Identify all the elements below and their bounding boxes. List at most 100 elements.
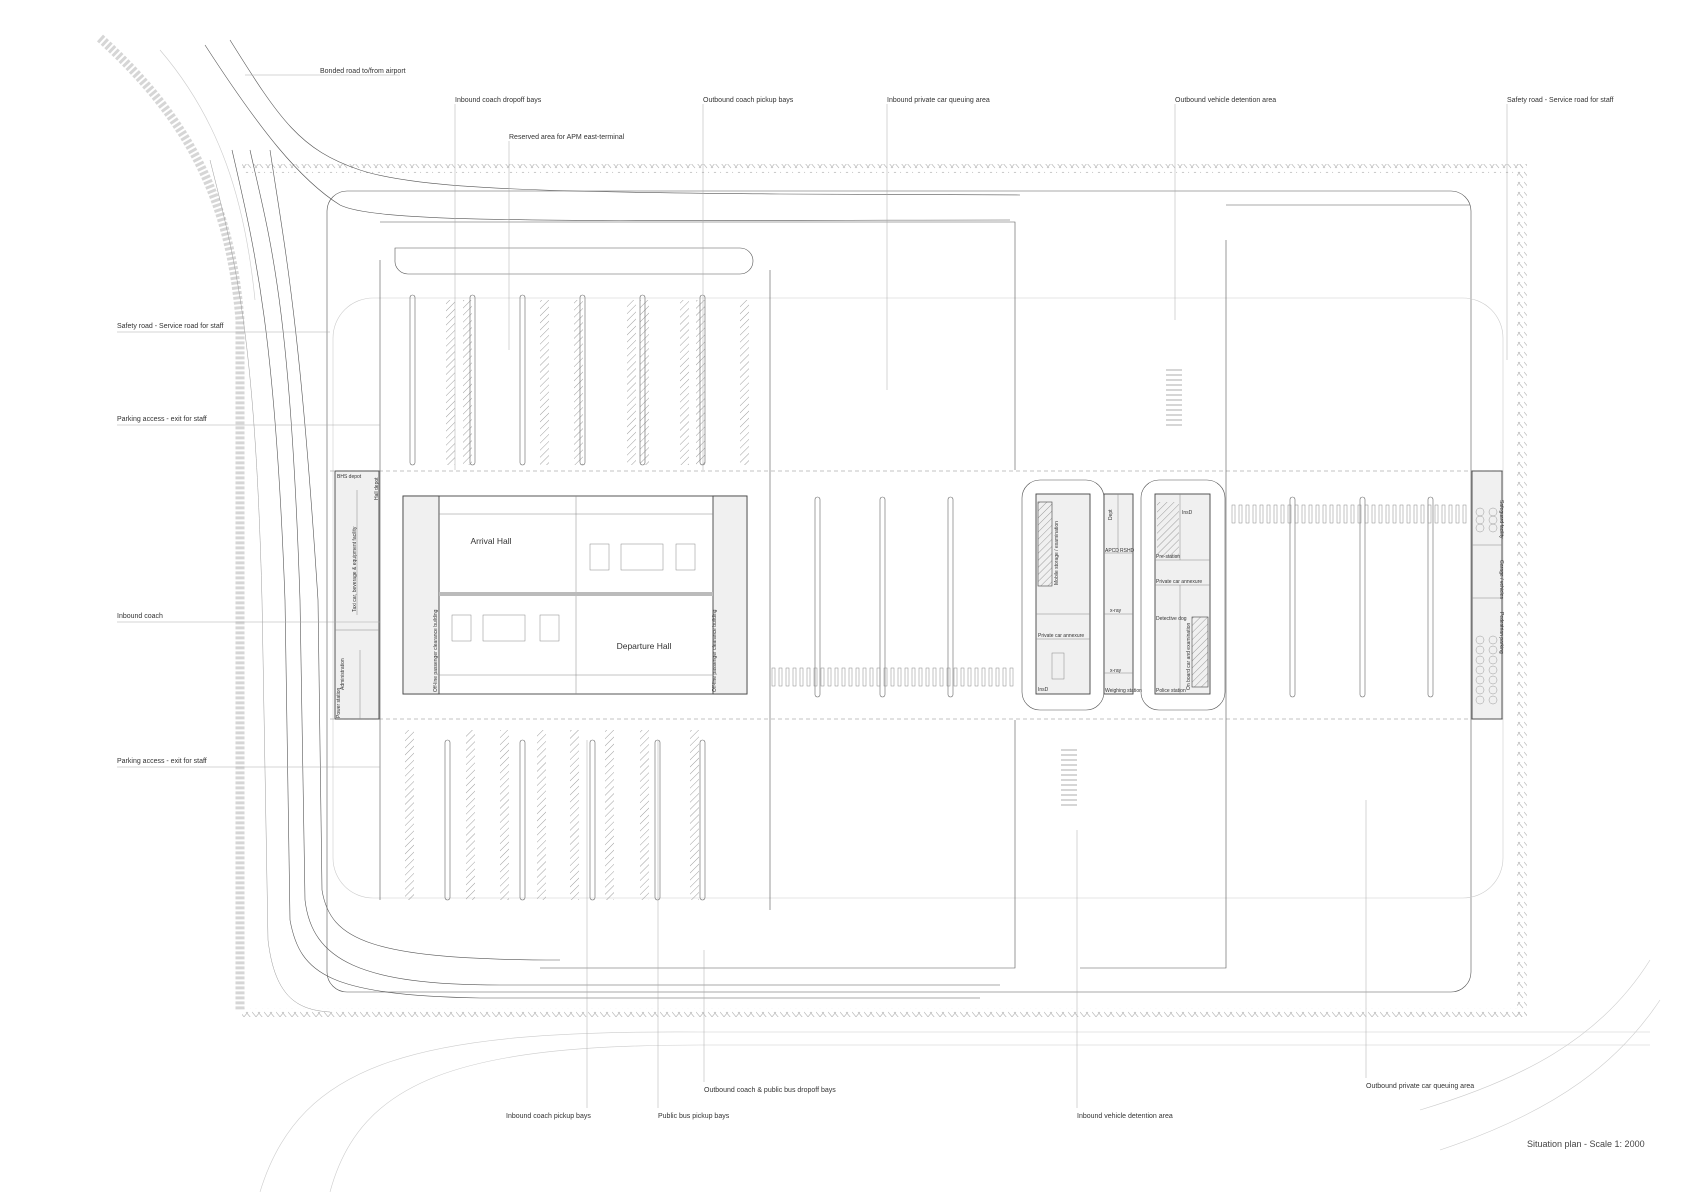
queue-booth (820, 667, 825, 687)
coach-bay-strip-south (466, 730, 475, 900)
queue-booth (827, 667, 832, 687)
coach-bay-strip-south (690, 730, 699, 900)
queue-booth (1002, 667, 1007, 687)
label-outbound-coach-dropoff: Outbound coach & public bus dropoff bays (704, 1087, 836, 1094)
queue-booth (890, 667, 895, 687)
coach-bay-strip-north (696, 300, 705, 465)
queue-booth (981, 667, 986, 687)
outbound-detention-building: InsD Pre-station Private car annexure De… (1140, 479, 1226, 711)
queue-booth (1413, 504, 1418, 524)
queue-booth (1308, 504, 1313, 524)
annexure-label: Private car annexure (1038, 633, 1084, 639)
label-inbound-coach-pickup: Inbound coach pickup bays (506, 1113, 591, 1120)
queue-booth (1392, 504, 1397, 524)
coach-island-north (409, 294, 416, 466)
car-queue-island (1427, 496, 1434, 698)
label-public-bus-pickup: Public bus pickup bays (658, 1113, 730, 1120)
bay-layout (405, 294, 1467, 901)
label-inbound-coach-dropoff: Inbound coach dropoff bays (455, 97, 542, 104)
vehicle-turning-circle (1488, 665, 1498, 675)
queue-booth (1364, 504, 1369, 524)
queue-booth (946, 667, 951, 687)
xray-1-label: x-ray (1110, 608, 1122, 614)
queue-booth (799, 667, 804, 687)
coach-island-north (639, 294, 646, 466)
queue-booth (1009, 667, 1014, 687)
coach-bay-strip-south (500, 730, 509, 900)
queue-booth (876, 667, 881, 687)
coach-island-north (579, 294, 586, 466)
queue-booth (883, 667, 888, 687)
queue-booth (960, 667, 965, 687)
queue-booth (1301, 504, 1306, 524)
coach-bay-strip-north (627, 300, 636, 465)
coach-island-south (654, 739, 661, 901)
queue-booth (1378, 504, 1383, 524)
label-parking-access-north: Parking access - exit for staff (117, 416, 207, 423)
site-boundary (326, 190, 1472, 993)
coach-bay-strip-north (680, 300, 689, 465)
coach-island-south (519, 739, 526, 901)
annexure-out-label: Private car annexure (1156, 579, 1202, 585)
vehicle-turning-circle (1475, 665, 1485, 675)
coach-bay-strip-south (570, 730, 579, 900)
weighing-label: Weighing station (1105, 688, 1142, 694)
vehicle-turning-circle (1488, 523, 1498, 533)
queue-booth (1399, 504, 1404, 524)
coach-bay-strip-north (463, 300, 472, 465)
queue-booth (1252, 504, 1257, 524)
queue-booth (1280, 504, 1285, 524)
label-inbound-coach: Inbound coach (117, 613, 163, 620)
queue-booth (1273, 504, 1278, 524)
apcd-label: APCD (1105, 548, 1119, 554)
hall-depot-label: Hall depot (374, 477, 380, 500)
label-safety-road-west: Safety road - Service road for staff (117, 323, 224, 330)
offline-clearance-right-label: Off-line passenger clearance building (712, 609, 718, 692)
coach-island-south (699, 739, 706, 901)
queue-booth (1441, 504, 1446, 524)
queue-booth (1245, 504, 1250, 524)
queue-booth (925, 667, 930, 687)
label-safety-road-east: Safety road - Service road for staff (1507, 97, 1614, 104)
queue-booth (1259, 504, 1264, 524)
coach-bay-strip-south (640, 730, 649, 900)
queue-booth (841, 667, 846, 687)
label-outbound-detention: Outbound vehicle detention area (1175, 97, 1276, 104)
landscape-border (96, 34, 1527, 1017)
vehicle-turning-circle (1475, 675, 1485, 685)
car-queue-island (814, 496, 821, 698)
terminal-building: Arrival Hall Departure Hall Off-line pas… (402, 495, 748, 695)
label-bonded-road: Bonded road to/from airport (320, 68, 406, 75)
queue-booth (932, 667, 937, 687)
bhs-depot-label: BHS depot (337, 474, 362, 480)
queue-booth (897, 667, 902, 687)
queue-booth (1427, 504, 1432, 524)
queue-booth (806, 667, 811, 687)
storage-label: Mobile storage / examination (1054, 521, 1060, 585)
queue-booth (834, 667, 839, 687)
vehicle-turning-circle (1475, 645, 1485, 655)
car-queue-island (879, 496, 886, 698)
coach-bay-strip-north (640, 300, 649, 465)
rshd-label: RSHD (1120, 548, 1135, 554)
inspection-building: Dept APCD RSHD x-ray x-ray Weighing stat… (1103, 493, 1142, 695)
queue-booth (1406, 504, 1411, 524)
queue-booth (1385, 504, 1390, 524)
vehicle-turning-circle (1488, 655, 1498, 665)
dept-label: Dept (1108, 509, 1114, 520)
queue-booth (855, 667, 860, 687)
vehicle-turning-circle (1475, 655, 1485, 665)
queue-booth (1448, 504, 1453, 524)
detective-dog-label: Detective dog (1156, 616, 1187, 622)
vehicle-turning-circle (1488, 675, 1498, 685)
car-queue-island (947, 496, 954, 698)
coach-island-north (519, 294, 526, 466)
inbound-detention-building: Mobile storage / examination Private car… (1021, 479, 1105, 711)
safety-road-outline (332, 297, 1504, 899)
facility-label: Taxi car, beverage & equipment facility (352, 526, 358, 612)
coach-bay-strip-north (540, 300, 549, 465)
queue-booth (1322, 504, 1327, 524)
queue-booth (995, 667, 1000, 687)
pedestrian-parking-label: Pedestrian parking (1498, 612, 1504, 654)
police-station-label: Police station (1156, 688, 1186, 694)
